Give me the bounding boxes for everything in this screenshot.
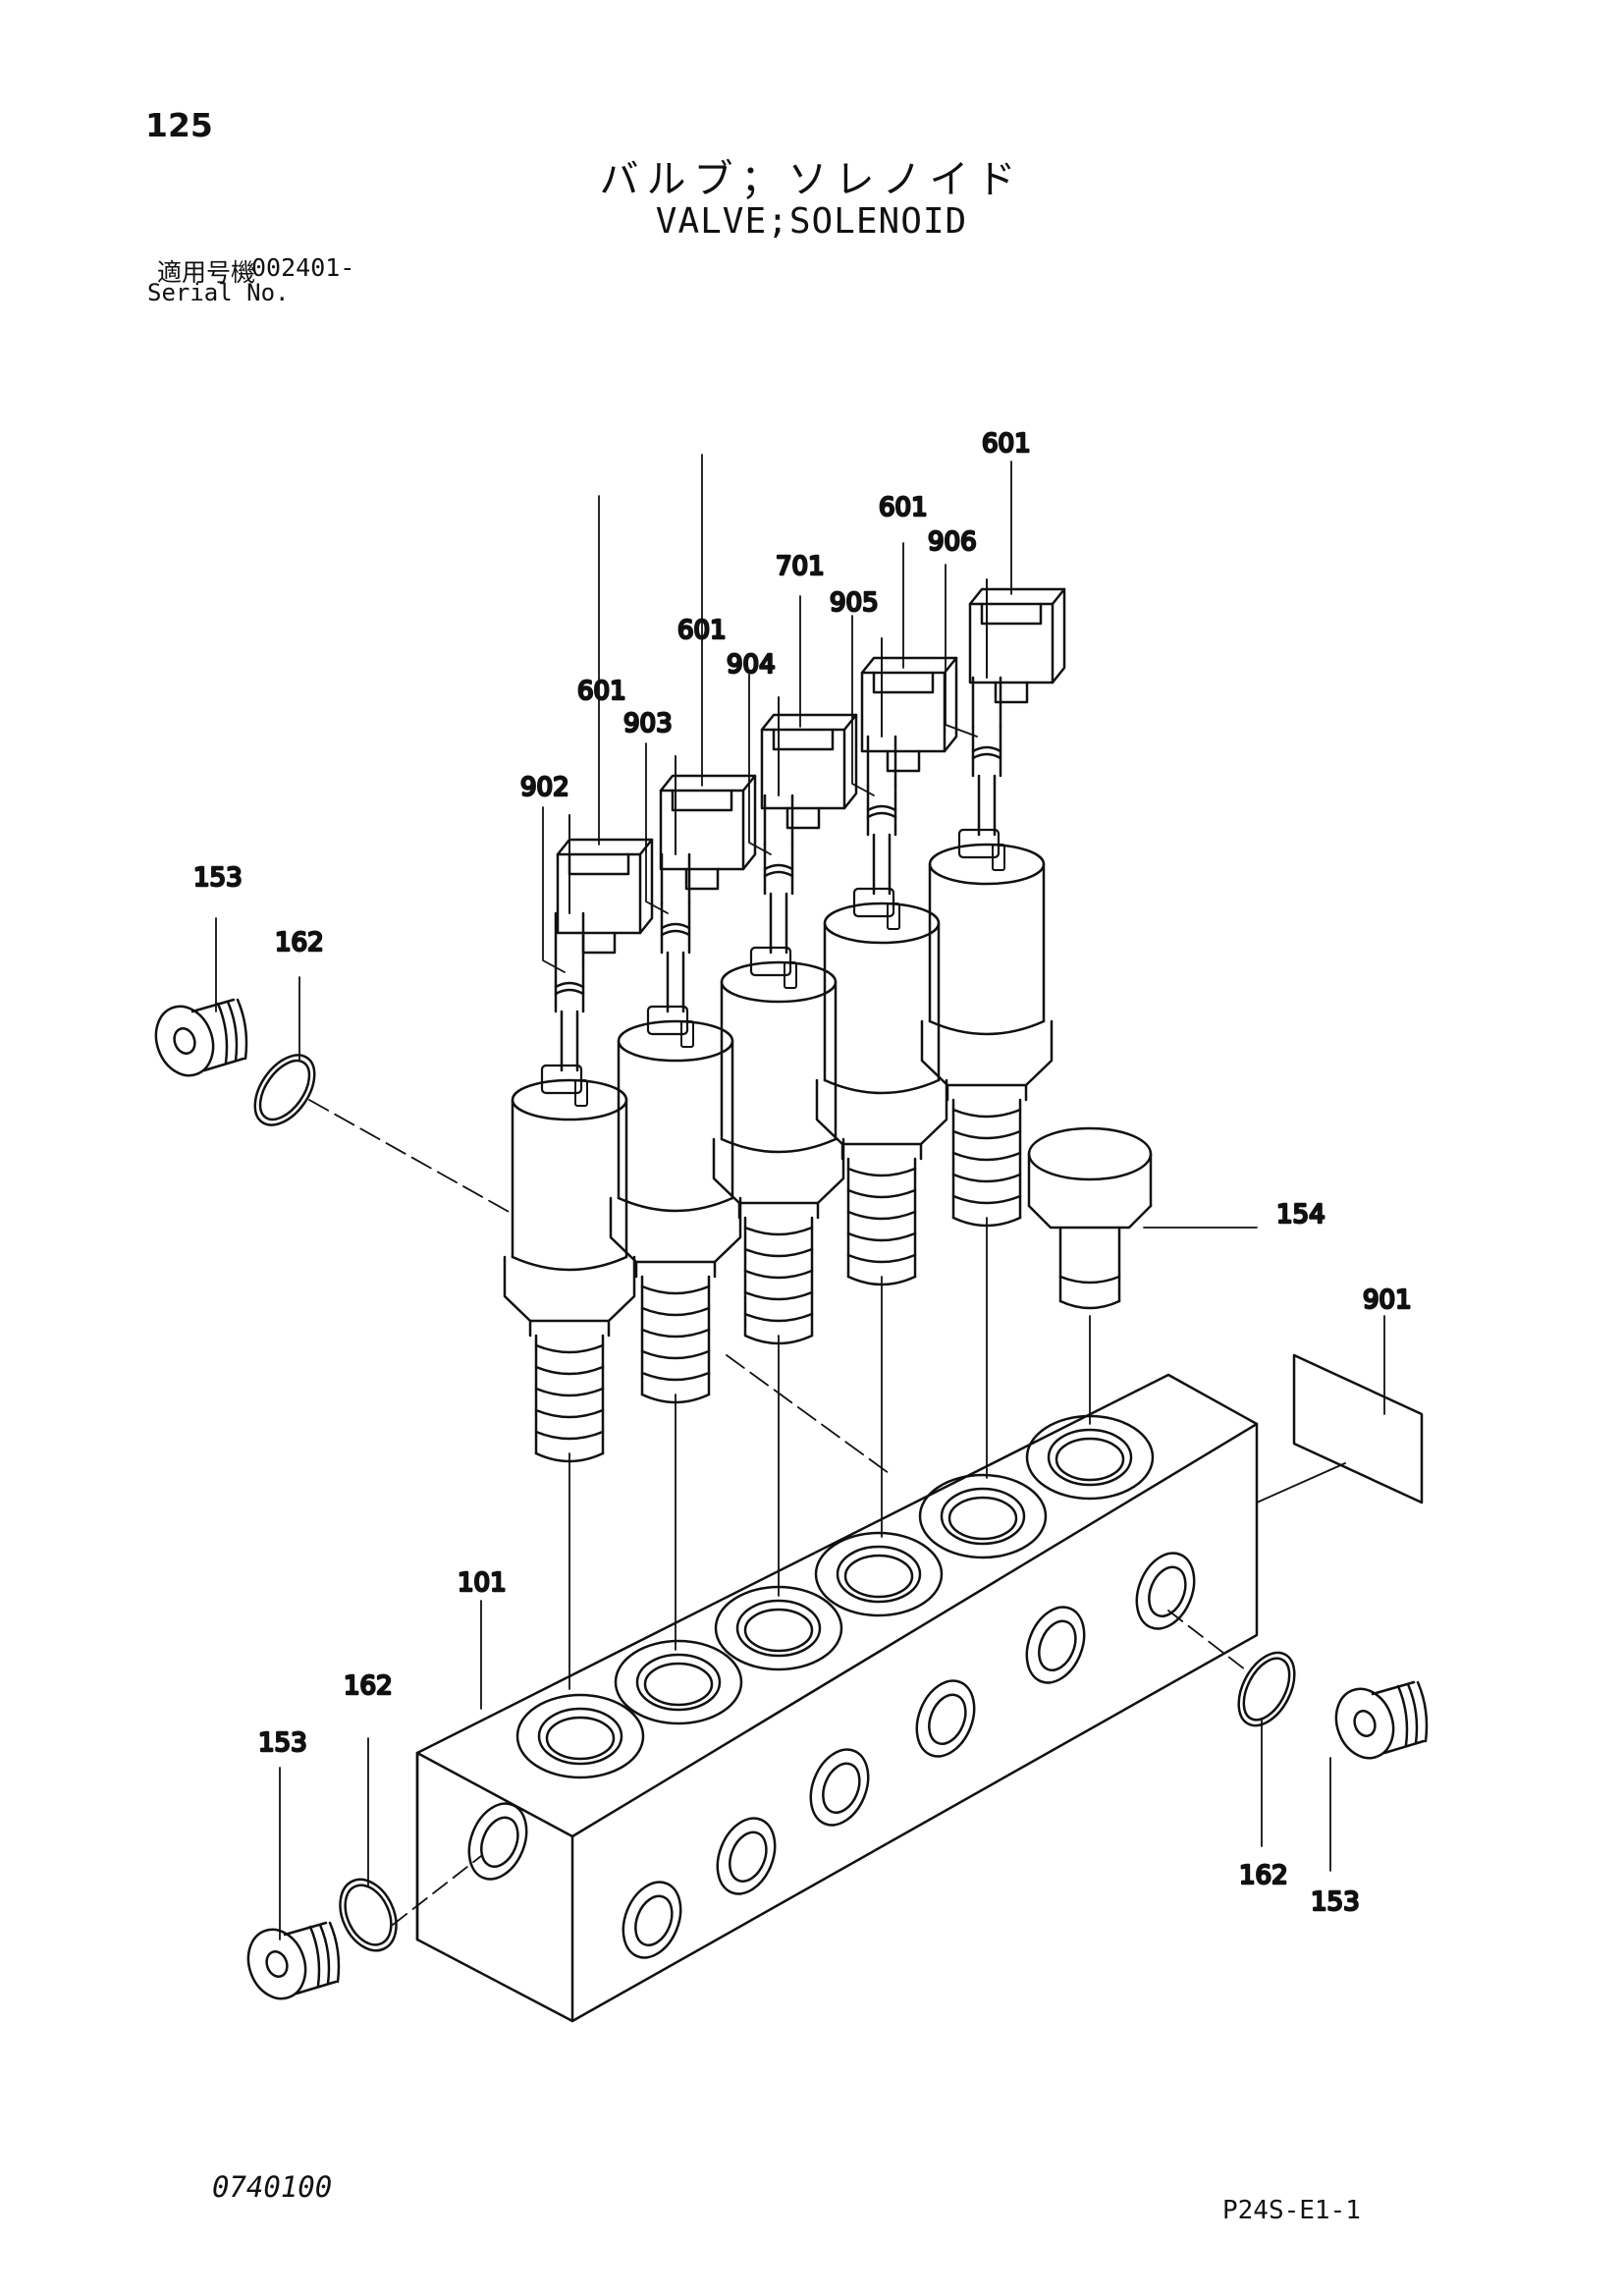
nameplate-901 [1292,1353,1424,1504]
title-english: VALVE;SOLENOID [655,201,968,242]
connector-601-a [556,838,654,955]
o-ring-162-right [1237,1651,1296,1727]
solenoid-valve-905 [815,636,948,1286]
part-701: 701 [776,552,825,581]
part-153-bottom: 153 [258,1728,307,1758]
plug-154 [1027,1126,1153,1310]
connector-701 [760,713,858,830]
part-601-a: 601 [577,677,626,706]
part-153-left: 153 [193,863,243,893]
part-162-bottom: 162 [344,1671,393,1701]
connector-601-c [860,656,958,773]
serial-range: 002401- [251,253,355,282]
plug-153-right [1325,1679,1429,1768]
plug-153-bottom [238,1920,341,2008]
serial-label-japanese: 適用号機 [157,258,256,287]
page-number: 125 [145,106,213,144]
part-153-right: 153 [1311,1887,1360,1917]
part-601-b: 601 [677,616,727,645]
part-601-d: 601 [982,429,1031,459]
part-902: 902 [520,773,569,802]
connector-601-d [968,587,1066,704]
o-ring-162-bottom [339,1878,398,1952]
serial-label-english: Serial No. [147,279,290,306]
manifold-block [415,1373,1259,2023]
part-903: 903 [623,709,673,738]
part-905: 905 [830,588,879,618]
part-901: 901 [1363,1285,1412,1315]
part-154: 154 [1276,1200,1325,1230]
solenoid-valve-902 [503,813,636,1463]
part-906: 906 [928,527,977,557]
part-101: 101 [458,1568,507,1598]
solenoid-valve-906 [920,577,1054,1228]
plug-153-left [145,997,248,1085]
o-ring-162-left [253,1054,316,1126]
part-601-c: 601 [879,493,928,522]
part-904: 904 [727,650,776,680]
part-162-left: 162 [275,928,324,957]
leader-lines [215,454,1385,1941]
sheet-code: P24S-E1-1 [1222,2196,1361,2225]
title-japanese: バルブ；ソレノイド [599,157,1024,202]
part-162-right: 162 [1239,1861,1288,1890]
document-code: 0740100 [212,2170,333,2204]
